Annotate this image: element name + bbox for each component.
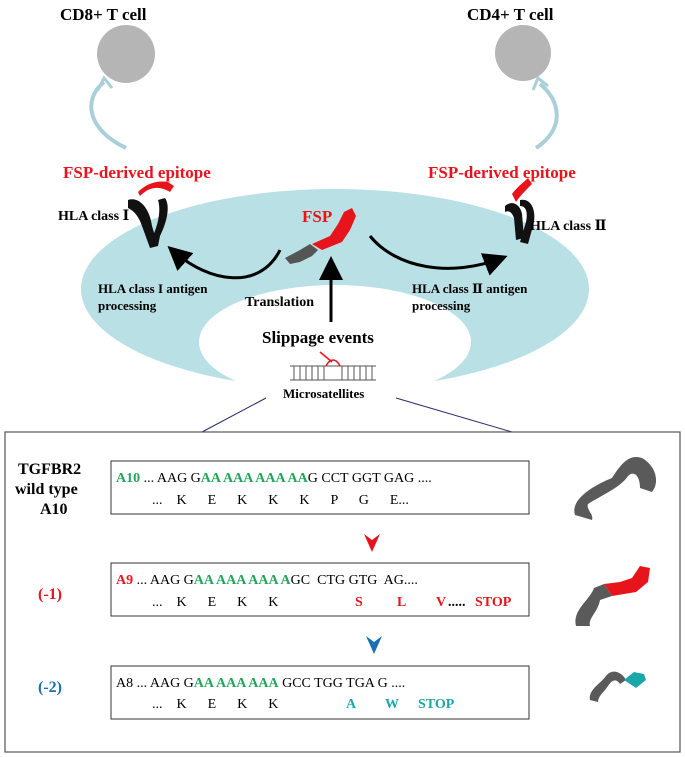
minus1-aa-dots: .....	[448, 595, 466, 610]
zoom-line-right	[395, 397, 513, 433]
wild-type-label-line1: TGFBR2	[18, 461, 81, 478]
hla-class-1-processing-line2: processing	[98, 298, 157, 313]
minus1-aa-mut-2: L	[397, 595, 406, 610]
minus2-aa-mut-2: W	[385, 697, 399, 712]
wild-type-label-line2: wild type	[15, 481, 78, 498]
minus1-aa-mut-1: S	[355, 595, 363, 610]
minus1-tag: A9	[116, 573, 133, 588]
minus2-dna-prefix: ... AAG G	[133, 676, 194, 691]
hla-class-2-label: HLA class Ⅱ	[530, 219, 607, 234]
minus2-dna-suffix: GCC TGG TGA G ....	[279, 676, 406, 691]
wild-type-dna-prefix: ... AAG G	[140, 471, 201, 486]
minus2-sequence-box	[110, 665, 530, 720]
minus1-dna: A9 ... AAG GAA AAA AAA AGC CTG GTG AG...…	[116, 573, 418, 588]
fsp-label: FSP	[302, 207, 332, 226]
wild-type-dna-repeat: AA AAA AAA AA	[201, 471, 309, 486]
wild-type-protein-icon	[574, 456, 657, 520]
wild-type-label-line3: A10	[40, 501, 68, 518]
minus1-protein-icon	[575, 566, 650, 626]
hla-class-2-processing-arrow	[368, 235, 508, 276]
hla-class-1-label: HLA class Ⅰ	[58, 209, 129, 224]
right-curved-arrow	[534, 82, 559, 150]
cd8-t-cell-label: CD8+ T cell	[60, 5, 147, 24]
left-curved-arrow-head	[96, 75, 114, 91]
cd4-t-cell-label: CD4+ T cell	[467, 5, 554, 24]
minus1-aa: ... K E K K S L V..... STOP	[152, 595, 512, 610]
fsp-epitope-left-label: FSP-derived epitope	[63, 163, 211, 182]
minus1-dna-prefix: ... AAG G	[133, 573, 194, 588]
microsatellite-dna-icon	[290, 359, 376, 381]
minus2-dna-repeat: AA AAA AAA	[194, 676, 280, 691]
minus2-label: (-2)	[38, 679, 62, 696]
hla-class-1-processing-arrow	[167, 246, 282, 280]
minus2-aa-plain: ... K E K K	[152, 697, 278, 712]
wild-type-aa: ... K E K K K P G E...	[152, 493, 409, 508]
microsatellites-label: Microsatellites	[283, 386, 364, 401]
fsp-epitope-right-label: FSP-derived epitope	[428, 163, 576, 182]
cell-nucleus	[199, 285, 471, 399]
translation-label: Translation	[245, 295, 314, 310]
minus1-arrowhead	[364, 534, 380, 552]
zoom-line-left	[201, 397, 267, 433]
hla-class-1-processing-line1: HLA class I antigen	[98, 281, 208, 296]
cd4-t-cell	[495, 25, 551, 81]
minus2-aa-stop: STOP	[418, 697, 455, 712]
fsp-protein	[285, 208, 356, 264]
hla-class-2-molecule	[505, 178, 535, 244]
wild-type-dna: A10 ... AAG GAA AAA AAA AAG CCT GGT GAG …	[116, 471, 432, 486]
sequence-panel	[4, 431, 681, 753]
minus2-arrowhead	[366, 636, 382, 654]
hla-class-1-molecule	[128, 181, 174, 248]
minus2-aa: ... K E K K A W STOP	[152, 697, 455, 712]
slippage-events-label: Slippage events	[262, 328, 374, 347]
minus2-aa-mut-1: A	[346, 697, 357, 712]
wild-type-sequence-box	[110, 460, 530, 515]
wild-type-dna-suffix: G CCT GGT GAG ....	[308, 471, 432, 486]
minus1-dna-suffix: GC CTG GTG AG....	[291, 573, 418, 588]
minus1-label: (-1)	[38, 586, 62, 603]
minus2-protein-icon	[589, 671, 646, 702]
minus1-sequence-box	[110, 562, 530, 617]
cd8-t-cell	[97, 25, 155, 83]
minus1-aa-mut-3: V	[436, 595, 446, 610]
minus1-dna-repeat: AA AAA AAA A	[194, 573, 292, 588]
minus2-dna: A8 ... AAG GAA AAA AAA GCC TGG TGA G ...…	[116, 676, 405, 691]
minus1-aa-stop: STOP	[475, 595, 512, 610]
right-curved-arrow-head	[531, 75, 549, 91]
hla-class-2-processing-line2: processing	[412, 298, 471, 313]
hla-class-2-processing-line1: HLA class Ⅱ antigen	[412, 281, 528, 296]
left-curved-arrow	[89, 80, 127, 150]
minus1-aa-plain: ... K E K K	[152, 595, 278, 610]
minus2-tag: A8	[116, 676, 133, 691]
wild-type-tag: A10	[116, 471, 140, 486]
